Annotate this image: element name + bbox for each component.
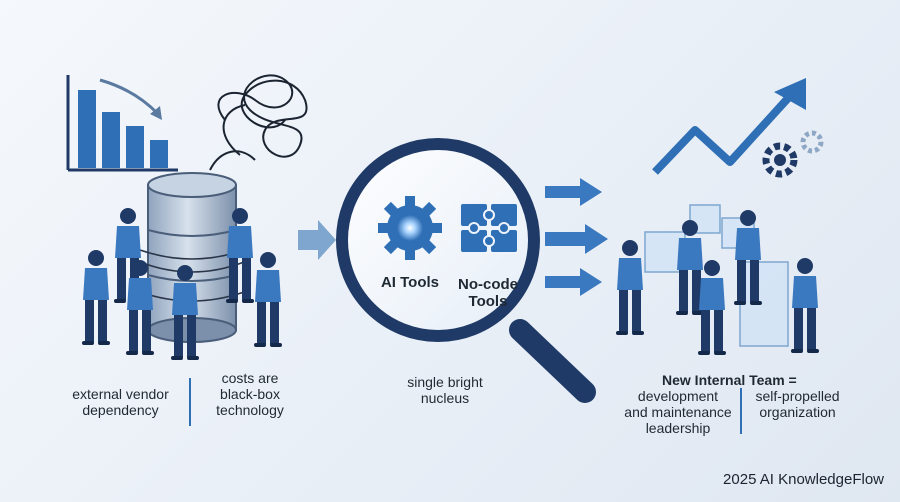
caption-blackbox-costs: costs are black-box technology bbox=[195, 370, 305, 418]
caption-dev-line2: and maintenance bbox=[624, 404, 732, 420]
caption-costs-line3: technology bbox=[216, 402, 284, 418]
caption-costs-line1: costs are bbox=[221, 370, 279, 386]
caption-dev-line3: leadership bbox=[645, 420, 711, 436]
divider-left bbox=[189, 378, 191, 426]
puzzle-icon bbox=[459, 202, 519, 254]
caption-vendor-dependency: external vendor dependency bbox=[58, 386, 183, 418]
footer-brand: 2025 AI KnowledgeFlow bbox=[723, 471, 884, 488]
caption-nucleus: single bright nucleus bbox=[390, 374, 500, 406]
ai-gear-icon bbox=[378, 196, 442, 260]
nocode-tools-line1: No-code bbox=[458, 276, 518, 293]
nocode-tools-label: No-code Tools bbox=[448, 276, 528, 310]
magnifier-icon bbox=[336, 138, 596, 403]
nocode-tools-line2: Tools bbox=[468, 293, 508, 310]
arrows-out-icon bbox=[545, 178, 608, 296]
caption-vendor-line2: dependency bbox=[82, 402, 159, 418]
glass-cubes-icon bbox=[644, 204, 789, 347]
arrow-right-icon bbox=[298, 220, 336, 260]
caption-nucleus-line1: single bright bbox=[407, 374, 483, 390]
ai-tools-label: AI Tools bbox=[380, 274, 440, 291]
caption-costs-line2: black-box bbox=[220, 386, 280, 402]
tangle-icon bbox=[209, 74, 308, 171]
gears-icon bbox=[762, 130, 824, 178]
server-cylinder-icon bbox=[139, 172, 245, 343]
caption-dev-line1: development bbox=[637, 388, 719, 404]
caption-nucleus-line2: nucleus bbox=[420, 390, 470, 406]
declining-chart-icon bbox=[66, 75, 178, 172]
caption-self-line2: organization bbox=[759, 404, 836, 420]
rising-trend-icon bbox=[652, 78, 806, 175]
divider-right bbox=[740, 388, 742, 434]
caption-self-propelled: self-propelled organization bbox=[745, 388, 850, 420]
caption-self-line1: self-propelled bbox=[755, 388, 840, 404]
caption-vendor-line1: external vendor bbox=[72, 386, 169, 402]
caption-dev-maintenance: development and maintenance leadership bbox=[618, 388, 738, 436]
caption-new-team-title: New Internal Team = bbox=[662, 372, 797, 388]
